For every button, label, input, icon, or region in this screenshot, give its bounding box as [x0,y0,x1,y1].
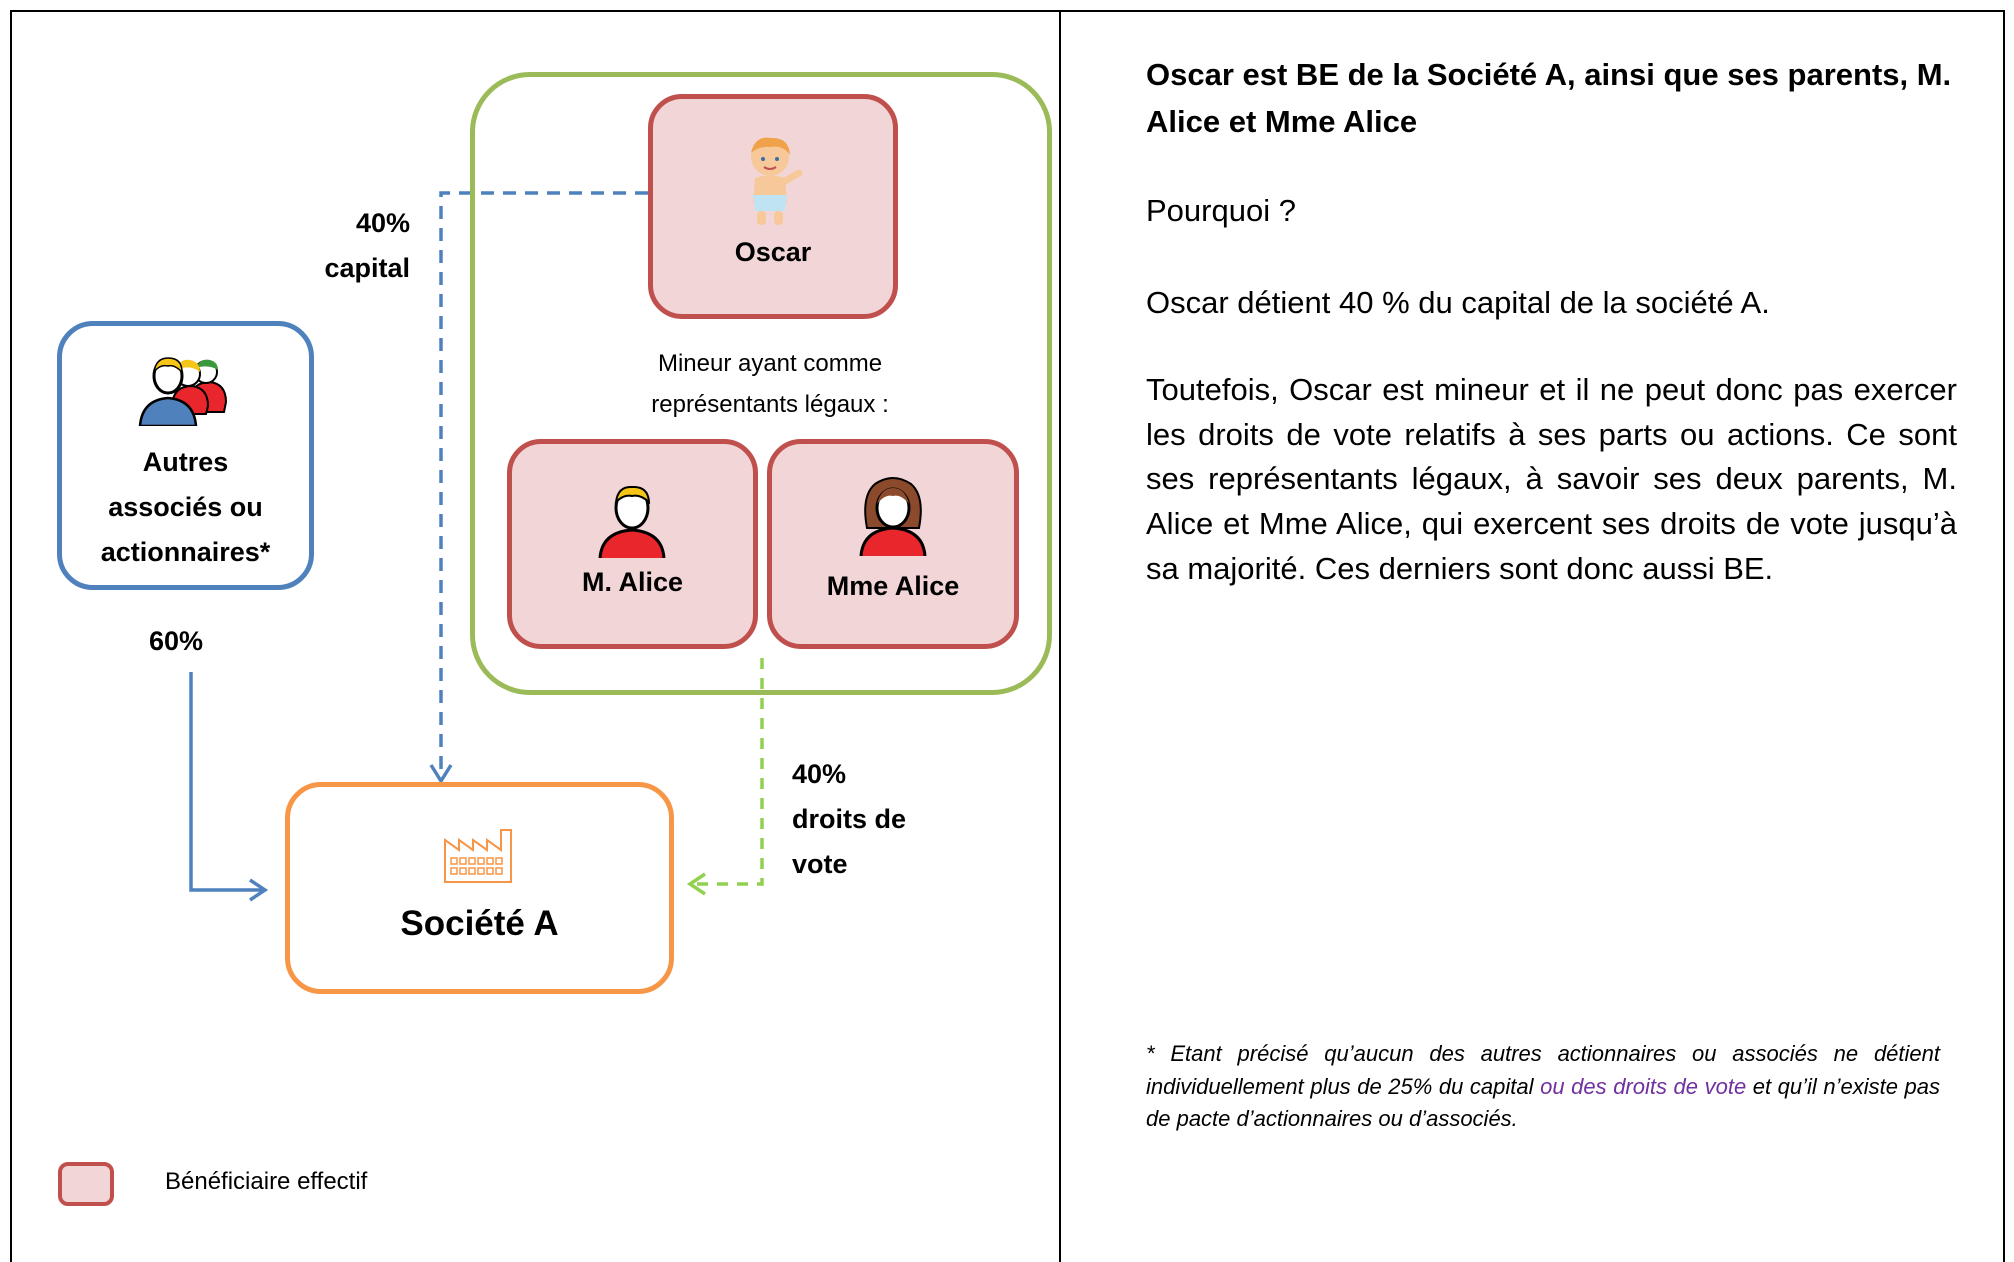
autres-edge-arrowhead [249,878,269,902]
m-alice-label: M. Alice [581,567,684,597]
baby-icon [751,137,803,225]
outer-frame [10,10,2005,1262]
panel-question: Pourquoi ? [1146,193,1296,228]
autres-edge-value: 60% [148,626,204,656]
group-caption-line2: représentants légaux : [651,391,889,418]
group-caption-line1: Mineur ayant comme [657,350,883,377]
votes-edge-arrowhead [686,872,706,896]
capital-edge-value: 40% [355,208,410,238]
footnote-part-2: et qu’il n’existe pas de pacte d’actionn… [1146,1073,1941,1132]
panel-paragraph-1: Oscar détient 40 % du capital de la soci… [1146,285,1770,320]
votes-edge-value: 40% [792,759,847,789]
woman-icon [859,477,927,556]
autres-label-line3: actionnaires* [100,537,271,567]
capital-edge [439,191,648,775]
mme-alice-label: Mme Alice [826,571,960,601]
oscar-label: Oscar [734,237,812,267]
capital-edge-label: capital [324,253,410,283]
autres-edge [189,672,262,892]
footnote: * Etant précisé qu’aucun des autres acti… [1146,1038,1940,1136]
legend-swatch [58,1162,114,1206]
capital-edge-arrowhead [429,764,453,785]
panel-paragraph-2: Toutefois, Oscar est mineur et il ne peu… [1146,372,1957,586]
votes-edge-line1: droits de [792,804,907,834]
footnote-part-1: * Etant précisé qu’aucun des autres acti… [1146,1041,1940,1099]
autres-label-line2: associés ou [108,492,263,522]
votes-edge [696,658,764,886]
panel-divider [1059,10,1061,1262]
societe-a-node [285,782,674,994]
legal-representatives-group [470,72,1052,695]
autres-label-line1: Autres [142,447,229,477]
legend-label: Bénéficiaire effectif [165,1168,368,1195]
man-icon [598,485,666,558]
people-group-icon [138,357,228,426]
votes-edge-line2: vote [792,849,848,879]
societe-a-label: Société A [400,904,559,943]
footnote-accent: ou des droits de vote [1540,1073,1747,1099]
factory-icon [444,829,512,883]
panel-title: Oscar est BE de la Société A, ainsi que … [1146,57,1952,139]
